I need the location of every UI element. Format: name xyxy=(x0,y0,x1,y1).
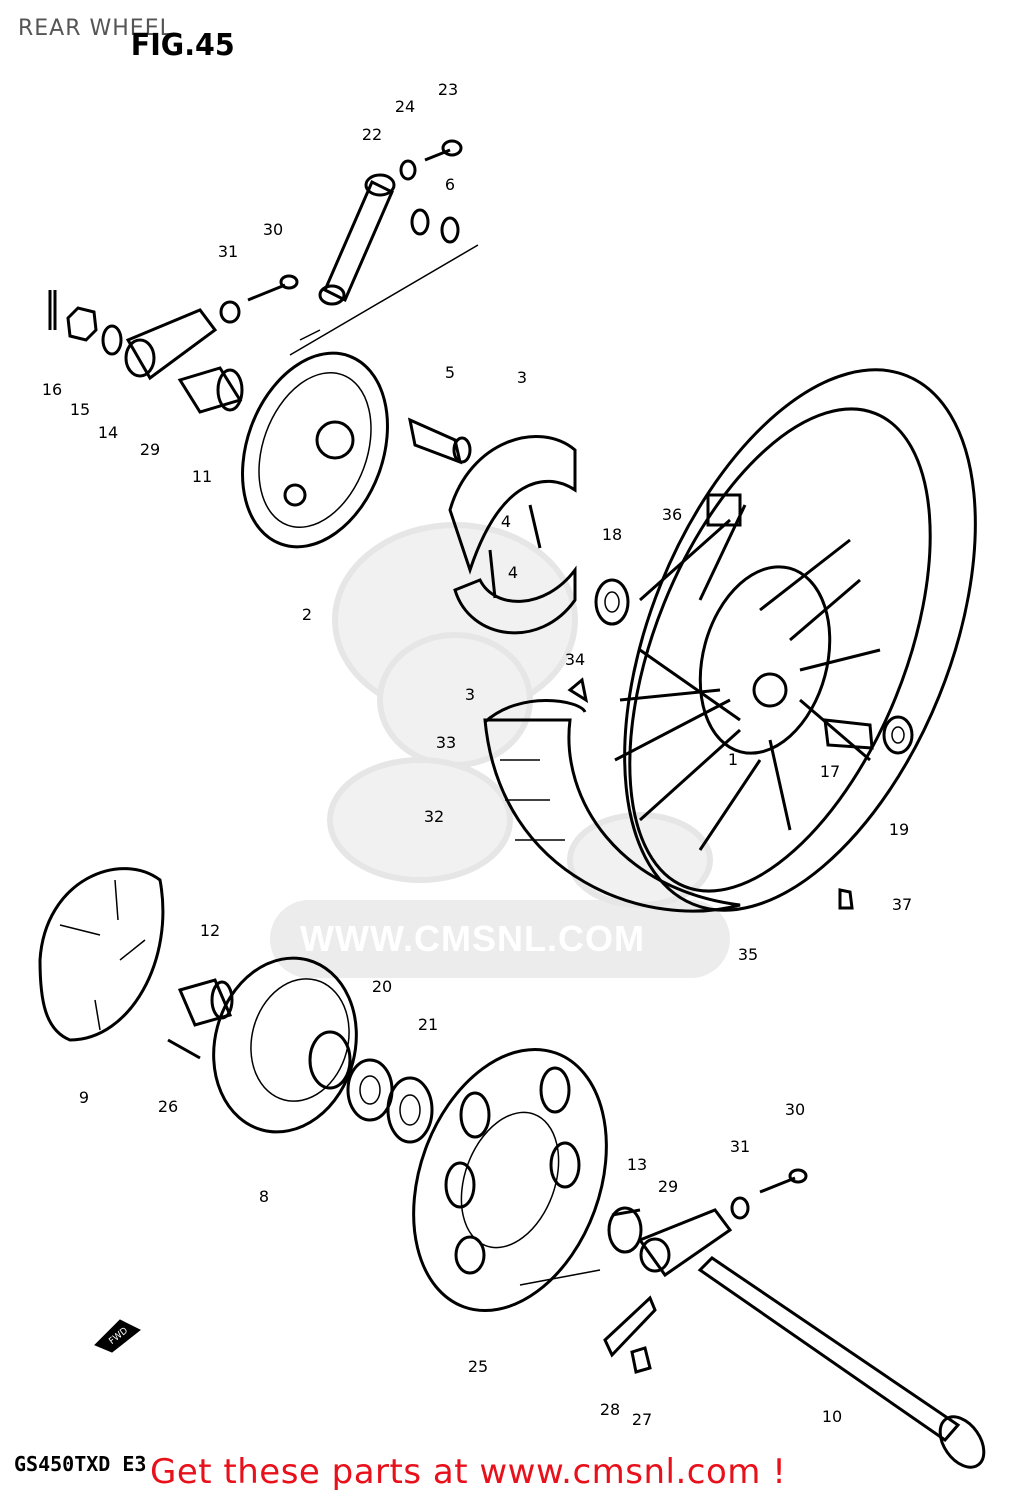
part-cotter-pin-16 xyxy=(48,290,57,330)
part-nut-15 xyxy=(66,306,98,342)
part-balance-weight-37 xyxy=(838,888,854,910)
part-chain-adjuster-29 xyxy=(124,308,218,381)
part-nut-27 xyxy=(630,1346,652,1374)
callout-4: 4 xyxy=(508,563,518,582)
part-clip-28 xyxy=(603,1295,657,1358)
callout-35: 35 xyxy=(738,945,758,964)
callout-26: 26 xyxy=(158,1097,178,1116)
part-bearing-18 xyxy=(594,578,630,626)
part-bearing-20 xyxy=(346,1058,394,1122)
callout-9: 9 xyxy=(79,1088,89,1107)
part-bolt-30b xyxy=(759,1168,808,1194)
callout-12: 12 xyxy=(200,921,220,940)
callout-37: 37 xyxy=(892,895,912,914)
part-brake-panel-2 xyxy=(241,351,389,549)
callout-30: 30 xyxy=(785,1100,805,1119)
callout-13: 13 xyxy=(627,1155,647,1174)
callout-10: 10 xyxy=(822,1407,842,1426)
part-tube-33 xyxy=(483,699,587,724)
callout-28: 28 xyxy=(600,1400,620,1419)
part-washer-6 xyxy=(440,216,460,244)
part-seal-21 xyxy=(386,1076,434,1144)
part-sprocket-drum-8 xyxy=(212,956,358,1134)
part-nut-24 xyxy=(399,159,417,181)
callout-21: 21 xyxy=(418,1015,438,1034)
callout-27: 27 xyxy=(632,1410,652,1429)
part-torque-link xyxy=(318,173,396,306)
dashed-leader xyxy=(289,244,479,356)
callout-4: 4 xyxy=(501,512,511,531)
part-spacer-11 xyxy=(177,366,244,414)
callout-33: 33 xyxy=(436,733,456,752)
callout-15: 15 xyxy=(70,400,90,419)
part-axle-10 xyxy=(697,1256,986,1469)
watermark-text: WWW.CMSNL.COM xyxy=(300,918,645,959)
callout-1: 1 xyxy=(728,750,738,769)
cta-link[interactable]: Get these parts at www.cmsnl.com ! xyxy=(150,1452,787,1492)
part-nut-31 xyxy=(219,300,241,324)
watermark-mascot xyxy=(327,522,713,908)
part-brake-shoes-3 xyxy=(448,435,577,635)
part-tyre-32 xyxy=(483,718,741,913)
part-bolt-30 xyxy=(247,274,299,302)
callout-11: 11 xyxy=(192,467,212,486)
callout-30: 30 xyxy=(263,220,283,239)
part-spring-4b xyxy=(488,549,497,599)
callout-29: 29 xyxy=(658,1177,678,1196)
callout-5: 5 xyxy=(445,363,455,382)
part-rear-wheel-35 xyxy=(614,368,977,912)
part-seal-19 xyxy=(882,715,914,755)
part-spacer-13 xyxy=(607,1206,643,1254)
figure-label: FIG.45 xyxy=(130,28,235,63)
watermark-background xyxy=(270,900,730,978)
callout-20: 20 xyxy=(372,977,392,996)
part-brake-cam-5 xyxy=(407,417,472,465)
callout-19: 19 xyxy=(889,820,909,839)
part-spacer-17 xyxy=(823,718,874,750)
callout-8: 8 xyxy=(259,1187,269,1206)
part-valve-36 xyxy=(706,493,742,527)
part-washer-14 xyxy=(101,324,123,356)
callout-17: 17 xyxy=(820,762,840,781)
callout-6: 6 xyxy=(445,175,455,194)
callout-36: 36 xyxy=(662,505,682,524)
callout-23: 23 xyxy=(438,80,458,99)
part-washer xyxy=(410,208,430,236)
callout-34: 34 xyxy=(565,650,585,669)
part-bush-12 xyxy=(177,978,234,1027)
part-damper-9 xyxy=(38,867,165,1042)
callout-22: 22 xyxy=(362,125,382,144)
page-title: REAR WHEEL xyxy=(18,16,173,41)
part-sprocket-25 xyxy=(412,1047,608,1313)
callout-18: 18 xyxy=(602,525,622,544)
fwd-arrow-icon: FWD xyxy=(94,1319,141,1353)
callout-3: 3 xyxy=(517,368,527,387)
part-chain-adjuster-29b xyxy=(637,1208,733,1278)
model-code: GS450TXD E3 xyxy=(14,1452,147,1476)
callout-24: 24 xyxy=(395,97,415,116)
callout-14: 14 xyxy=(98,423,118,442)
callout-2: 2 xyxy=(302,605,312,624)
part-bolt-26 xyxy=(167,1038,201,1060)
callout-3: 3 xyxy=(465,685,475,704)
callout-25: 25 xyxy=(468,1357,488,1376)
part-nut-31b xyxy=(730,1196,750,1220)
dashed-leader-lower xyxy=(519,1269,601,1286)
callout-31: 31 xyxy=(218,242,238,261)
callout-29: 29 xyxy=(140,440,160,459)
part-spring-4a xyxy=(528,504,542,549)
part-rim-band-34 xyxy=(567,677,589,704)
callout-32: 32 xyxy=(424,807,444,826)
callout-31: 31 xyxy=(730,1137,750,1156)
part-bolt-23 xyxy=(424,139,463,162)
callout-16: 16 xyxy=(42,380,62,399)
